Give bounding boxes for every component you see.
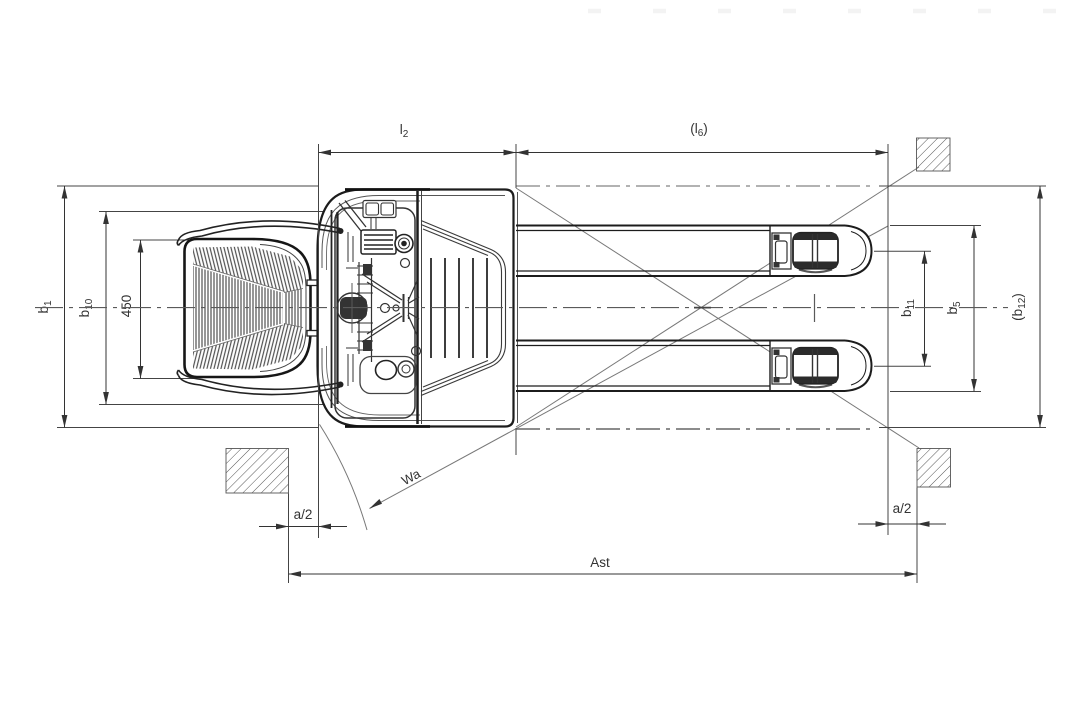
svg-text:450: 450 <box>119 295 134 318</box>
svg-text:(b12): (b12) <box>1010 293 1028 321</box>
svg-text:b1: b1 <box>36 300 54 314</box>
svg-text:a/2: a/2 <box>294 507 313 522</box>
svg-text:Wa: Wa <box>399 466 424 489</box>
svg-text:l2: l2 <box>400 122 409 140</box>
svg-text:Ast: Ast <box>590 555 610 570</box>
svg-text:(l6): (l6) <box>690 121 708 139</box>
svg-text:a/2: a/2 <box>893 501 912 516</box>
